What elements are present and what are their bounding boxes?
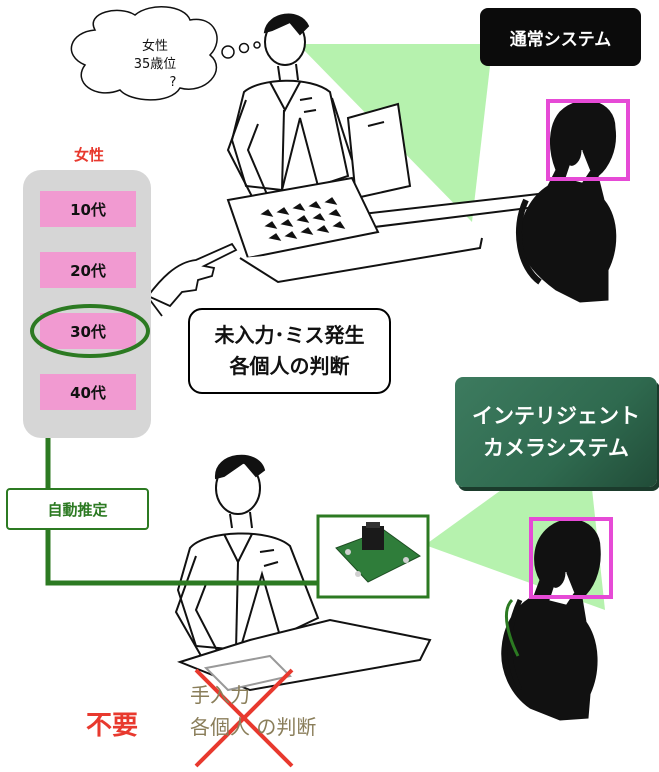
thought-age: 35歳位 [133, 57, 177, 72]
warning-line-2: 各個人の判断 [229, 354, 350, 378]
obsolete-manual-text: 手入力 各個人 の判断 [190, 679, 316, 743]
normal-system-text: 通常システム [509, 29, 612, 50]
age-item-label: 20代 [70, 261, 106, 280]
warning-line-1: 未入力･ミス発生 [214, 323, 365, 347]
top-register [226, 102, 562, 284]
unneeded-label: 不要 [86, 711, 139, 741]
normal-system-label: 通常システム [480, 8, 641, 66]
selected-age-ellipse [30, 304, 150, 358]
thought-gender: 女性 [141, 39, 168, 54]
age-item-label: 30代 [70, 322, 106, 341]
age-item-40s[interactable]: 40代 [40, 374, 136, 410]
manual-input-warning-box: 未入力･ミス発生 各個人の判断 [188, 308, 391, 394]
cross-out-mark [194, 668, 294, 768]
thought-question: ? [169, 75, 177, 90]
age-item-30s[interactable]: 30代 [40, 313, 136, 349]
obsolete-line-1: 手入力 [190, 683, 250, 707]
obsolete-line-2: 各個人 の判断 [190, 715, 317, 739]
pointing-hand [146, 242, 238, 317]
top-face-detection-box [546, 99, 630, 181]
intelligent-camera-system-label: インテリジェント カメラシステム [455, 377, 657, 487]
thought-bubble [70, 6, 261, 101]
age-panel-title: 女性 [73, 146, 104, 164]
auto-estimation-label: 自動推定 [6, 488, 149, 530]
bottom-face-detection-box [529, 517, 613, 599]
age-item-label: 40代 [70, 383, 106, 402]
age-item-label: 10代 [70, 200, 106, 219]
intelligent-line-1: インテリジェント [472, 404, 640, 428]
age-item-10s[interactable]: 10代 [40, 191, 136, 227]
bottom-cashier-figure [174, 454, 432, 692]
auto-estimation-text: 自動推定 [47, 500, 108, 519]
intelligent-line-2: カメラシステム [483, 436, 629, 460]
age-item-20s[interactable]: 20代 [40, 252, 136, 288]
top-customer-figure [516, 100, 617, 303]
camera-module [316, 514, 430, 599]
thought-bubble-text: 女性 35歳位 ? [120, 38, 190, 92]
